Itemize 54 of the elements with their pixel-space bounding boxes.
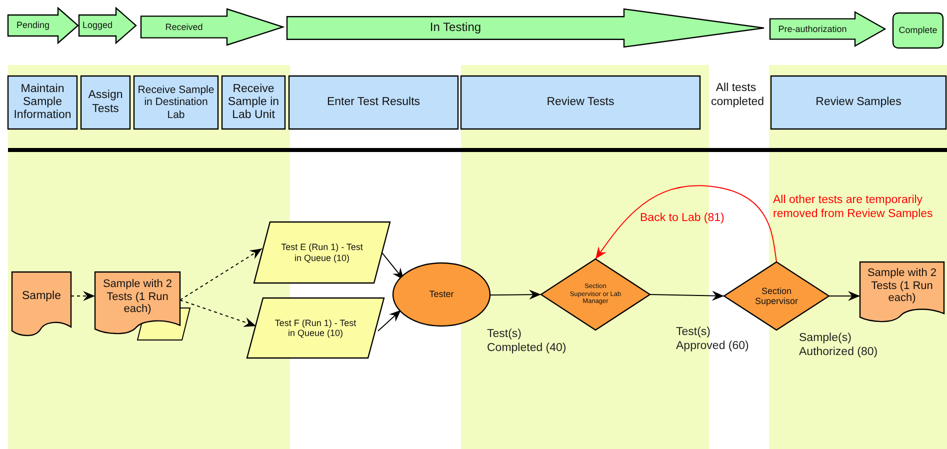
- data-parallelogram: [254, 222, 390, 283]
- activity-box: [289, 76, 458, 129]
- status-box: [893, 13, 943, 48]
- status-banner: [8, 8, 78, 43]
- status-banner: [141, 9, 283, 45]
- edge-label: Sample(s) Authorized (80): [799, 332, 879, 360]
- edge-label: Back to Lab (81): [640, 212, 726, 226]
- decision-diamond: [724, 262, 829, 330]
- arrow: [828, 291, 860, 301]
- shape-label: Sample with 2 Tests (1 Run each): [102, 278, 174, 316]
- shape-label: Received: [165, 22, 203, 32]
- activity-box: [461, 76, 700, 129]
- actor-ellipse: [393, 263, 490, 326]
- decision-diamond: [541, 259, 650, 330]
- note-text: All other tests are temporarily removed from Review Samples: [773, 194, 934, 222]
- document-shape: [95, 272, 190, 340]
- status-banner: [770, 12, 885, 46]
- arrow: [180, 248, 262, 300]
- shape-label: Complete: [898, 25, 938, 36]
- activity-box: [134, 76, 218, 129]
- return-arrow: [595, 185, 777, 262]
- shape-label: Logged: [82, 20, 113, 31]
- arrow: [180, 300, 256, 327]
- shape-label: Section Supervisor: [754, 286, 800, 306]
- shape-label: Sample: [22, 290, 61, 304]
- arrow: [70, 291, 96, 301]
- shape-label: Maintain Sample Information: [12, 82, 72, 122]
- arrow: [650, 290, 724, 301]
- arrow: [378, 310, 402, 332]
- shape-label: Test E (Run 1) - Test in Queue (10): [280, 242, 364, 263]
- shape-label: Assign Tests: [87, 89, 124, 116]
- shape-label: Review Tests: [546, 96, 614, 110]
- activity-box: [222, 76, 285, 129]
- status-note: All tests completed: [711, 82, 761, 110]
- status-banner: [79, 8, 136, 43]
- edge-label: Test(s) Approved (60): [676, 326, 750, 354]
- data-parallelogram: [247, 298, 384, 358]
- arrow: [490, 290, 542, 300]
- shape-label: Sample with 2 Tests (1 Run each): [866, 267, 938, 305]
- shape-label: Pre-authorization: [778, 24, 847, 34]
- shape-label: In Testing: [430, 21, 482, 35]
- arrow: [380, 251, 404, 280]
- shape-label: Enter Test Results: [326, 96, 420, 110]
- shape-label: Pending: [16, 20, 50, 31]
- activity-box: [771, 76, 946, 129]
- status-banner: [287, 9, 764, 47]
- shape-label: Review Samples: [816, 96, 902, 110]
- shape-label: Tester: [429, 289, 454, 300]
- shape-label: Test F (Run 1) - Test in Queue (10): [274, 318, 358, 338]
- edge-label: Test(s) Completed (40): [487, 328, 568, 356]
- activity-box: [81, 76, 130, 129]
- activity-box: [8, 76, 77, 129]
- shape-label: Receive Sample in Destination Lab: [136, 84, 216, 121]
- shape-label: Receive Sample in Lab Unit: [226, 82, 280, 122]
